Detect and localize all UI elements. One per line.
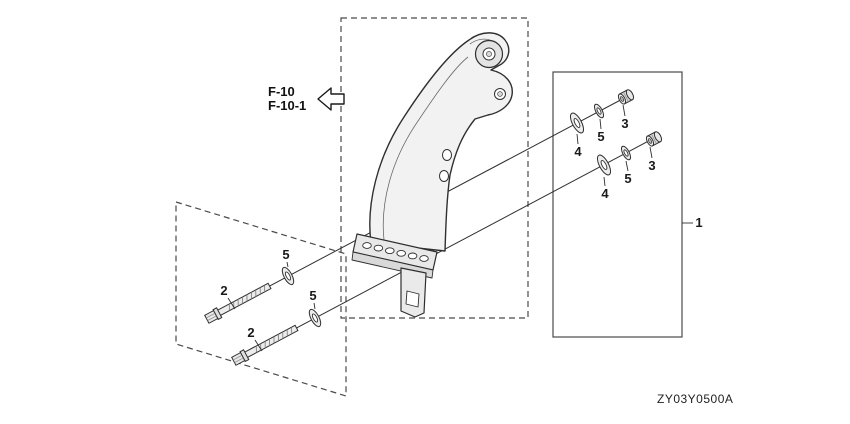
bolt-threads — [255, 327, 293, 353]
bolt-threads — [228, 285, 266, 311]
leader-bolt-upper — [227, 297, 236, 310]
callout-nut-washer-lower: 5 — [624, 171, 631, 186]
callout-bolt-lower: 2 — [247, 325, 254, 340]
diagram-code: ZY03Y0500A — [657, 392, 733, 406]
bracket-group-box — [340, 17, 529, 319]
bracket-inner-contour — [382, 56, 469, 241]
reference-label-line1: F-10 — [268, 84, 295, 99]
leader-nut-washer-upper — [599, 118, 602, 130]
bolt-lower-drawing — [231, 324, 299, 366]
leader-nut-lower — [649, 146, 653, 159]
stern-bracket-drawing — [351, 32, 513, 318]
callout-nut-lower: 3 — [648, 158, 655, 173]
flange-hole-lower — [439, 170, 449, 182]
reference-arrow-group: F-10 F-10-1 — [268, 84, 345, 113]
callout-labels: 2 2 5 5 4 5 3 4 5 3 1 — [220, 116, 702, 340]
nut-upper-drawing — [617, 89, 635, 105]
bolt-upper-drawing — [204, 282, 272, 324]
nut-lower-drawing — [645, 131, 663, 147]
leader-nut-washer-lower — [625, 160, 629, 172]
bottom-tab-slot — [405, 290, 420, 308]
reference-label-line2: F-10-1 — [268, 98, 306, 113]
washer-5-nut-lower-drawing — [620, 145, 632, 161]
bolt-group-box — [175, 201, 347, 397]
callout-assembly: 1 — [695, 215, 702, 230]
callout-leader-lines — [227, 104, 693, 352]
leader-nut-upper — [622, 104, 626, 117]
callout-washer-upper: 4 — [574, 144, 582, 159]
washer-5-bolt-upper-drawing — [281, 266, 295, 286]
callout-nut-washer-upper: 5 — [597, 129, 604, 144]
callout-bolt-washer-lower: 5 — [309, 288, 316, 303]
assembly-group-box — [552, 71, 683, 338]
leader-bolt-washer-lower — [313, 302, 316, 310]
leader-bolt-lower — [254, 339, 263, 352]
washer-5-bolt-lower-drawing — [308, 308, 322, 328]
washer-5-nut-upper-drawing — [593, 103, 605, 119]
assembly-line-lower — [239, 135, 659, 359]
flange-hole-upper — [442, 149, 452, 161]
pivot-hole-inner — [486, 51, 492, 57]
callout-washer-lower: 4 — [601, 186, 609, 201]
leader-washer-upper — [576, 133, 579, 145]
bracket-arm — [369, 32, 513, 252]
left-arrow-icon — [317, 87, 345, 111]
washer-4-lower-drawing — [596, 154, 612, 176]
mounting-plate-holes — [362, 242, 429, 262]
callout-bolt-upper: 2 — [220, 283, 227, 298]
side-lobe-hole-inner — [497, 91, 503, 97]
washer-4-upper-drawing — [569, 112, 585, 134]
leader-washer-lower — [603, 176, 606, 187]
callout-nut-upper: 3 — [621, 116, 628, 131]
leader-bolt-washer-upper — [286, 261, 289, 268]
group-boxes — [175, 17, 683, 397]
callout-bolt-washer-upper: 5 — [282, 247, 289, 262]
